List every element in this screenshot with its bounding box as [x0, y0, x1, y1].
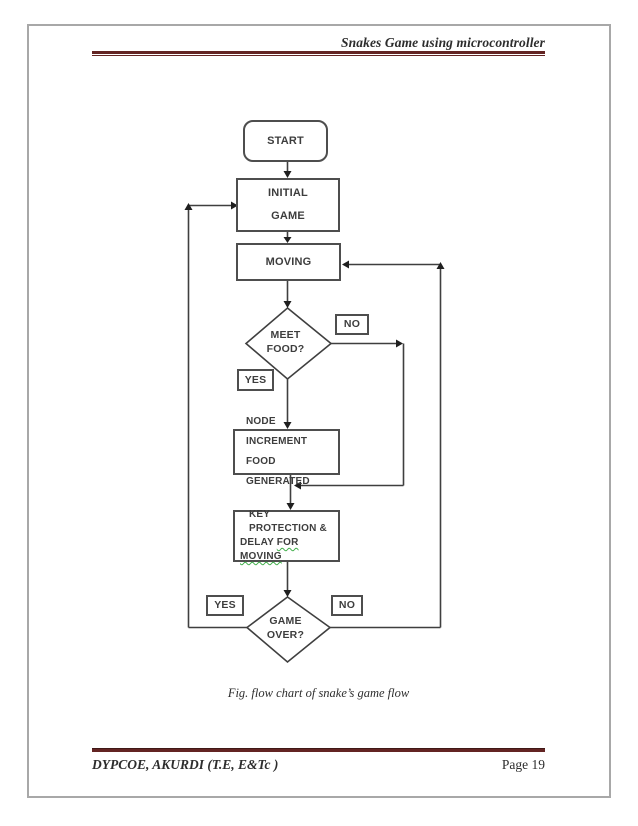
flowchart-connectors [184, 162, 445, 664]
footer-page-number: Page 19 [501, 757, 545, 772]
header-rule-thin-line [92, 55, 545, 56]
footer-rule [92, 748, 545, 752]
flow-node-key-protection: KEY PROTECTION & DELAY FOR MOVING [233, 509, 340, 562]
flow-node-node-increment: NODE INCREMENT FOOD GENERATED [233, 416, 340, 487]
header-rule-thick-line [92, 51, 545, 54]
flow-decision-meet-food: MEET FOOD? [266, 329, 305, 355]
footer-institution: DYPCOE, AKURDI (T.E, E&Tc ) [92, 757, 279, 772]
start-label: START [267, 134, 304, 147]
spellcheck-underline: FOR [276, 537, 299, 548]
arrowheads [184, 171, 445, 597]
figure-caption: Fig. flow chart of snake’s game flow [227, 686, 410, 700]
header-rule [92, 51, 545, 56]
flow-node-moving: MOVING [236, 243, 341, 281]
label-yes-game-over: YES [206, 595, 244, 616]
flow-node-start: START [243, 120, 328, 162]
footer-rule-thick-line [92, 749, 545, 752]
page-content: Snakes Game using microcontroller [27, 24, 611, 798]
label-no-meet-food: NO [335, 314, 369, 335]
footer-rule-thin-line [92, 748, 545, 749]
flow-node-initial-game: INITIAL GAME [236, 178, 340, 232]
header-title: Snakes Game using microcontroller [341, 35, 545, 50]
label-no-game-over: NO [331, 595, 363, 616]
spellcheck-underline: MOVING [240, 551, 282, 562]
label-yes-meet-food: YES [237, 369, 274, 391]
flow-decision-game-over: GAME OVER? [266, 615, 305, 641]
document-page: Snakes Game using microcontroller [27, 24, 611, 798]
